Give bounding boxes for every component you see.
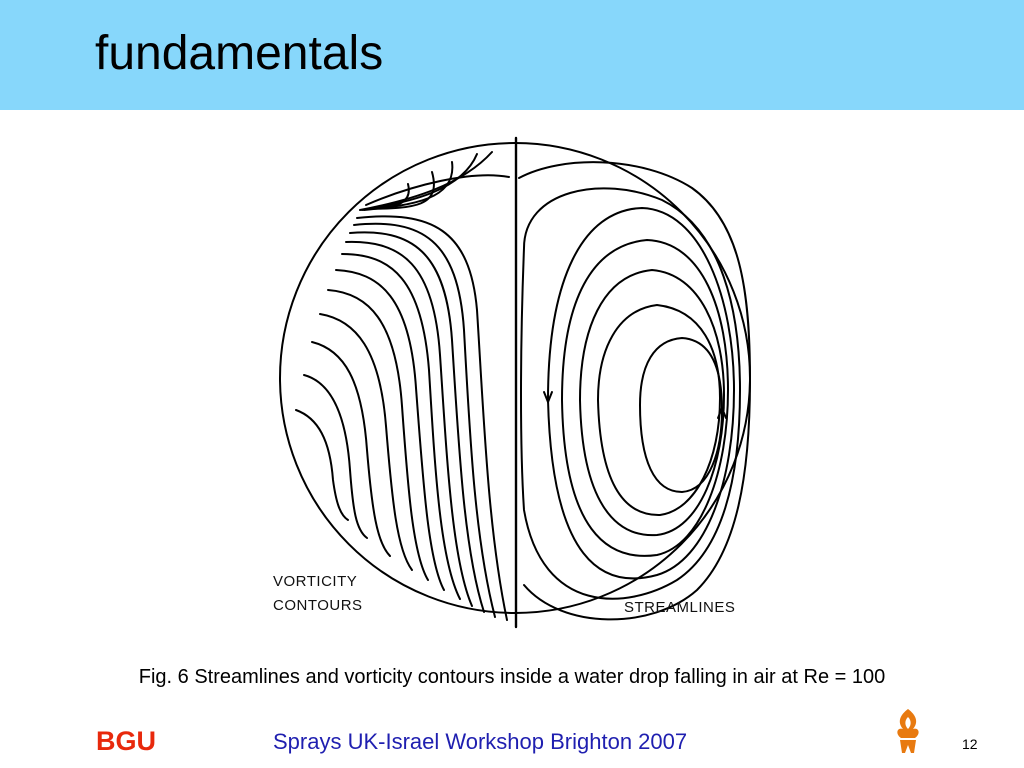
streamline	[520, 187, 742, 600]
vorticity-contour	[353, 222, 496, 618]
vorticity-contour	[345, 240, 473, 607]
streamline	[547, 206, 736, 580]
streamline	[597, 303, 722, 517]
vorticity-contour	[356, 215, 508, 621]
figure-caption: Fig. 6 Streamlines and vorticity contour…	[138, 666, 886, 688]
streamline	[639, 336, 724, 494]
streamlines-label: STREAMLINES	[624, 599, 736, 616]
page-number: 12	[962, 736, 978, 752]
vorticity-label-line1: VORTICITY	[273, 573, 358, 590]
streamline	[579, 268, 726, 537]
vorticity-contour	[311, 341, 391, 557]
streamline	[561, 238, 730, 557]
organization-name: BGU	[96, 726, 156, 756]
event-name: Sprays UK-Israel Workshop Brighton 2007	[273, 729, 688, 754]
vorticity-contour	[349, 231, 485, 613]
drop-diagram	[279, 136, 752, 629]
title-bar	[0, 0, 1024, 110]
up-arrow	[717, 405, 727, 419]
vorticity-contour	[341, 253, 461, 600]
vorticity-contour	[370, 183, 410, 209]
vorticity-contour	[303, 374, 368, 539]
down-arrow	[543, 391, 553, 405]
flame-logo-icon	[891, 707, 925, 760]
slide-title: fundamentals	[95, 27, 384, 80]
vorticity-contour	[319, 313, 413, 571]
drop-figure: VORTICITY CONTOURS STREAMLINES	[262, 130, 762, 635]
vorticity-contour	[327, 289, 429, 581]
vorticity-contour	[335, 269, 445, 591]
vorticity-contour	[365, 174, 510, 206]
vorticity-label-line2: CONTOURS	[273, 597, 363, 614]
streamline	[518, 161, 752, 621]
vorticity-contour	[295, 409, 349, 521]
